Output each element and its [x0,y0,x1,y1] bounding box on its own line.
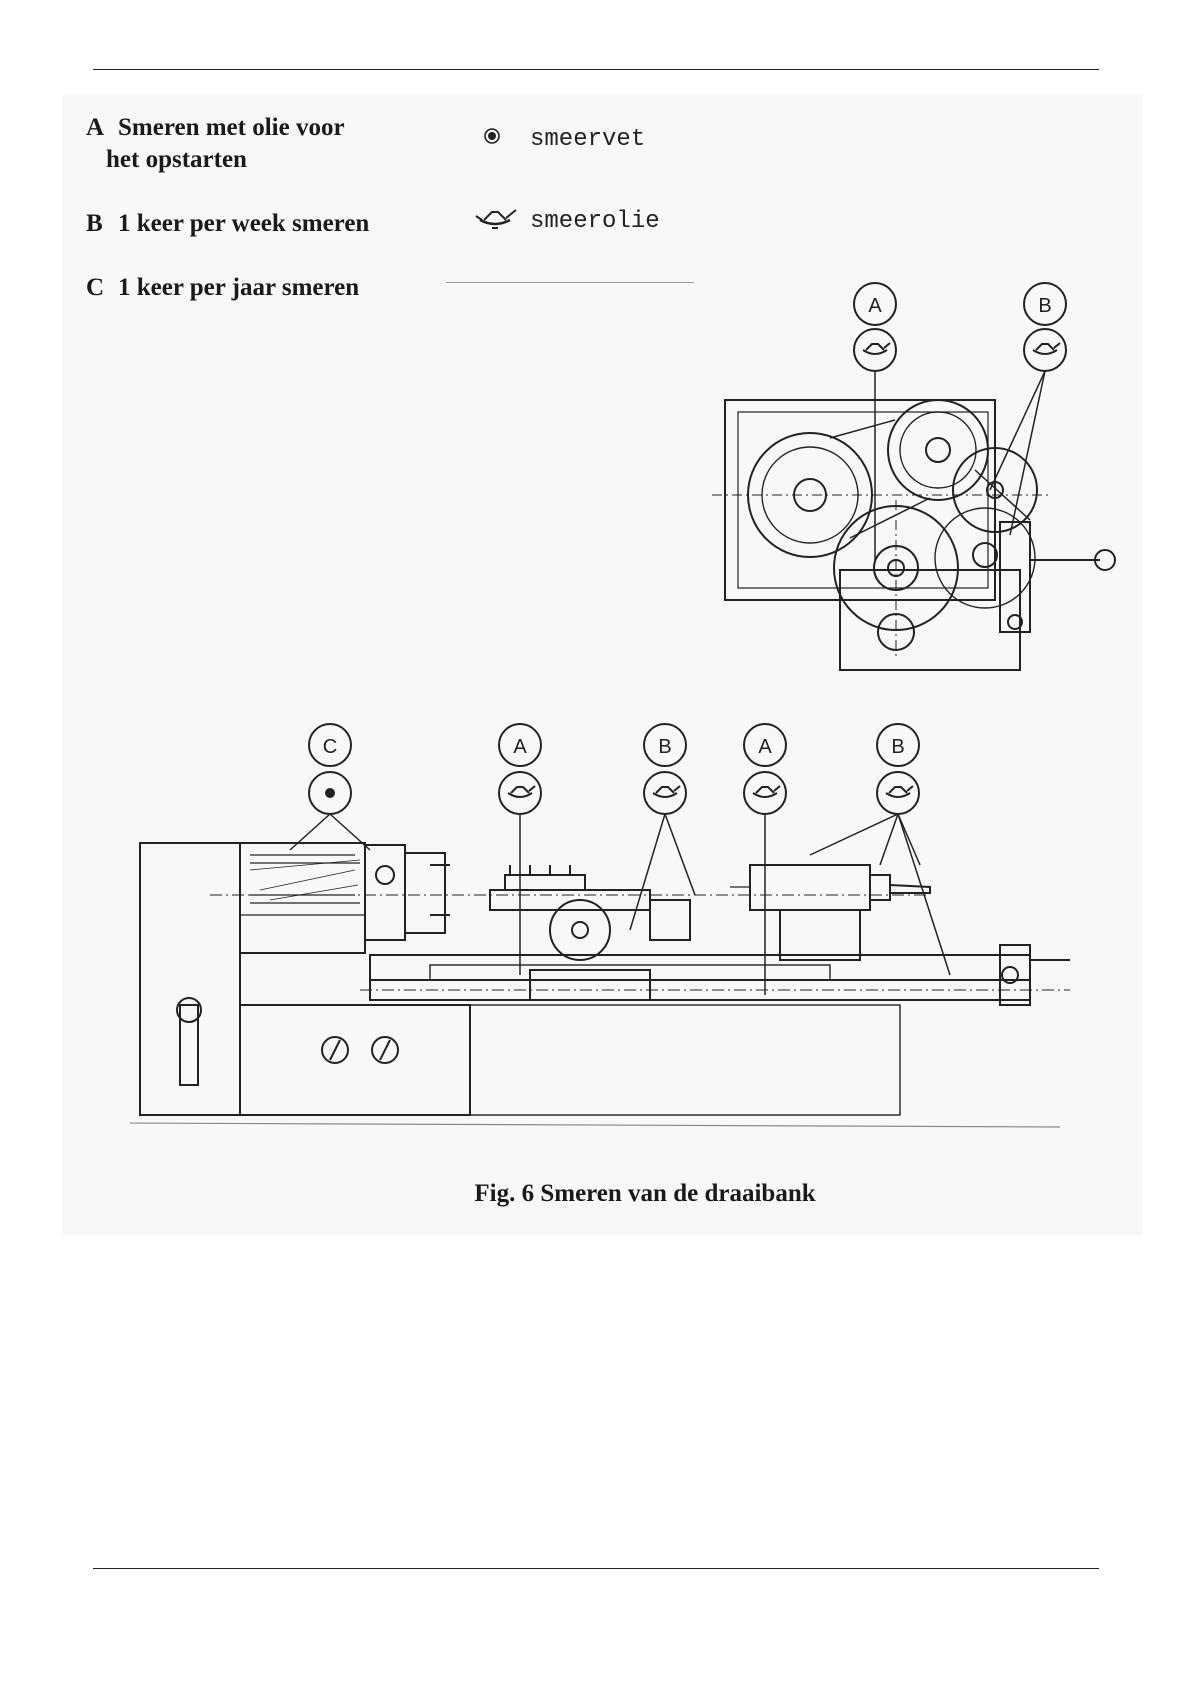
gearbox-housing [725,400,1020,670]
oil-label: smeerolie [530,208,660,235]
floor-line [130,1123,1060,1127]
legend-letter: C [86,272,118,304]
belt [830,420,1030,538]
key-divider [446,282,694,283]
legend-letter: B [86,208,118,240]
marker-letter: B [658,736,671,758]
marker-a-group: A [499,724,541,814]
legend-text-continued: het opstarten [86,144,426,176]
oil-can-icon [470,202,520,232]
grease-label: smeervet [530,126,645,153]
legend-text: 1 keer per week smeren [118,210,369,237]
marker-letter: C [323,736,337,758]
gears [748,400,1037,650]
figure-caption: Fig. 6 Smeren van de draaibank [300,1180,990,1208]
marker-a-group: A [854,283,896,371]
lathe-diagram: C A B A B [130,715,1130,1135]
marker-letter: A [758,736,772,758]
headstock-gear-diagram: A B [700,270,1120,680]
legend-letter: A [86,112,118,144]
marker-b-group: B [1024,283,1066,371]
marker-b-group: B [644,724,686,814]
marker-letter: B [1038,295,1051,317]
marker-b-group: B [877,724,919,814]
leader-lines [290,814,950,995]
legend-text: 1 keer per jaar smeren [118,274,359,301]
tailstock [730,865,930,960]
marker-a-group: A [744,724,786,814]
marker-letter: B [891,736,904,758]
symbol-key: smeervet smeerolie [440,110,700,290]
bed [370,955,1030,1000]
apron-base [177,998,900,1115]
grease-point-icon [480,124,504,148]
chuck [405,853,450,933]
header-rule [93,69,1099,70]
marker-c-group: C [309,724,351,814]
legend-text: Smeren met olie voor [118,114,345,141]
marker-letter: A [868,295,882,317]
footer-rule [93,1568,1099,1569]
lever-arm [1000,522,1115,632]
marker-letter: A [513,736,527,758]
